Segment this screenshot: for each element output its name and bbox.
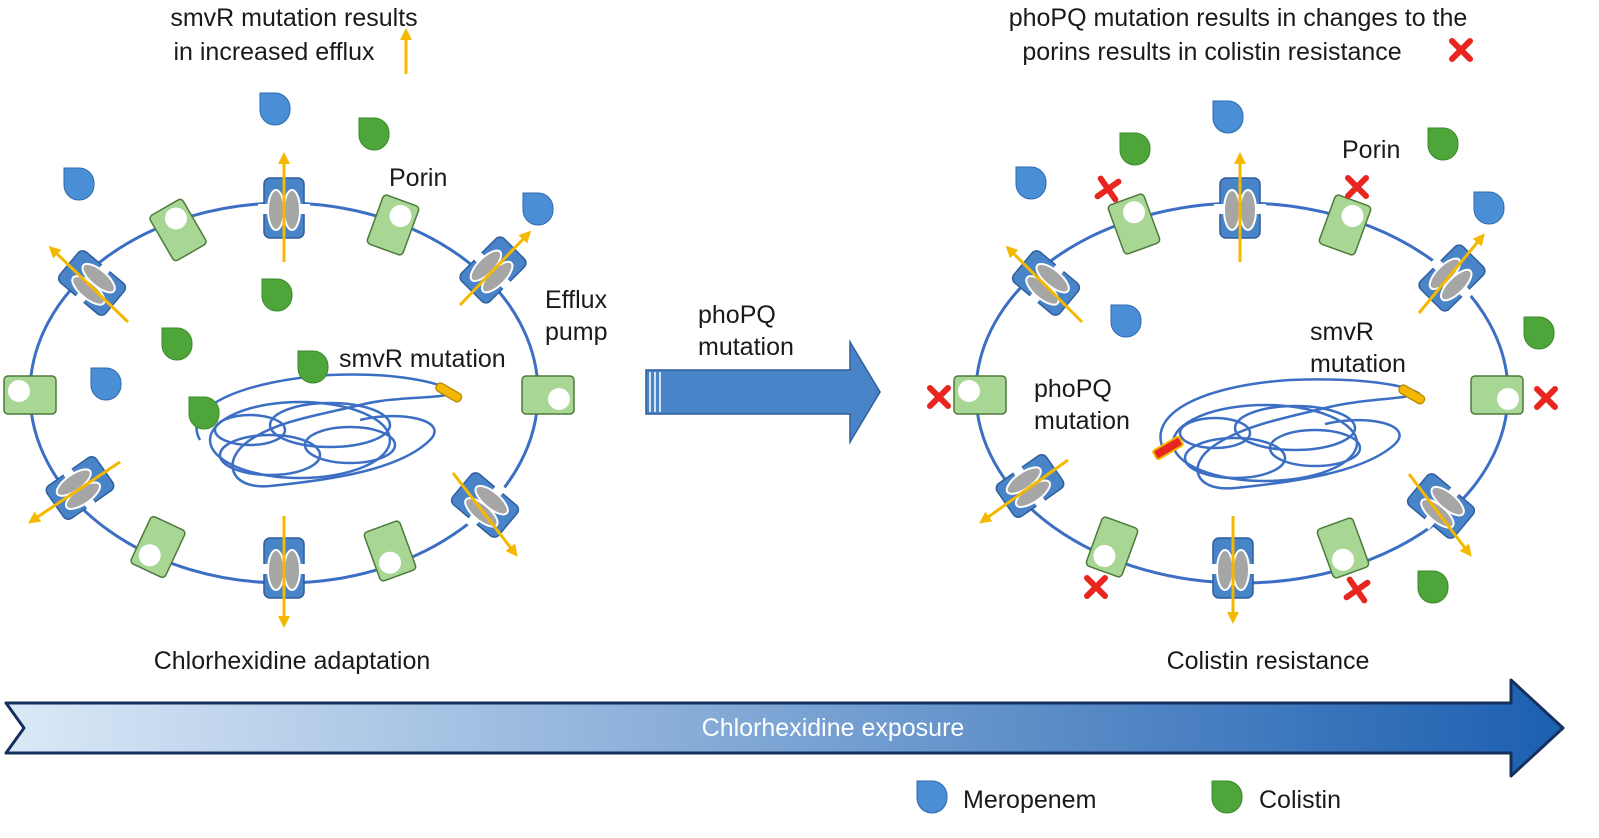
left-porin-left bbox=[3, 375, 57, 415]
left-smvr-mutation-mark bbox=[435, 382, 463, 403]
left-chromosome bbox=[195, 373, 458, 488]
left-pump-upper-left bbox=[51, 242, 133, 324]
left-cell bbox=[3, 28, 575, 628]
cross-icon bbox=[1537, 389, 1555, 407]
cross-icon bbox=[1347, 580, 1368, 601]
left-label-efflux-line2: pump bbox=[545, 318, 608, 346]
legend-label-colistin: Colistin bbox=[1259, 786, 1341, 814]
cross-icon bbox=[1348, 178, 1366, 196]
left-label-efflux-line1: Efflux bbox=[545, 286, 608, 314]
left-label-smvr-mutation: smvR mutation bbox=[339, 345, 506, 373]
legend-label-meropenem: Meropenem bbox=[963, 786, 1096, 814]
colistin-drop-icon bbox=[1211, 780, 1243, 814]
left-heading-line1: smvR mutation results bbox=[170, 4, 417, 32]
right-efflux-arrows bbox=[979, 152, 1485, 624]
transition-label-line2: mutation bbox=[698, 333, 794, 361]
transition-label-line1: phoPQ bbox=[698, 301, 776, 329]
right-label-smvr-line1: smvR bbox=[1310, 318, 1374, 346]
cross-icon bbox=[1087, 578, 1105, 596]
right-porin-bottom-left bbox=[1084, 515, 1140, 579]
right-heading-line2: porins results in colistin resistance bbox=[1022, 38, 1401, 66]
legend-item-colistin: Colistin bbox=[1211, 780, 1341, 814]
right-heading-line1: phoPQ mutation results in changes to the bbox=[1009, 4, 1468, 32]
legend-item-meropenem: Meropenem bbox=[916, 780, 1096, 814]
right-pump-upper-left bbox=[1005, 242, 1087, 324]
right-label-smvr-line2: mutation bbox=[1310, 350, 1406, 378]
cross-icon bbox=[1098, 179, 1119, 200]
right-caption: Colistin resistance bbox=[1167, 647, 1370, 675]
left-porin-bottom-left bbox=[129, 514, 187, 580]
right-cell bbox=[930, 41, 1555, 624]
left-porin-top-right bbox=[365, 193, 421, 257]
timeline-arrow bbox=[4, 678, 1565, 778]
transition-arrow bbox=[645, 339, 881, 445]
timeline-label: Chlorhexidine exposure bbox=[702, 714, 965, 742]
right-porin-block-crosses bbox=[930, 178, 1555, 600]
left-heading-line2: in increased efflux bbox=[173, 38, 375, 66]
right-chromosome bbox=[1159, 378, 1421, 490]
legend: Meropenem Colistin bbox=[916, 780, 1341, 814]
left-label-porin: Porin bbox=[389, 164, 447, 192]
right-smvr-mutation-mark bbox=[1398, 384, 1426, 405]
right-label-phopq-line1: phoPQ bbox=[1034, 375, 1112, 403]
right-porin-bottom-right bbox=[1315, 516, 1371, 580]
right-porin-top-right bbox=[1317, 193, 1373, 257]
cross-icon bbox=[930, 388, 948, 406]
left-porin-right bbox=[521, 375, 575, 415]
right-phopq-mutation-mark bbox=[1152, 435, 1184, 461]
left-porin-top-left bbox=[147, 197, 209, 263]
right-porin-right bbox=[1470, 375, 1524, 415]
heading-cross-icon bbox=[1452, 41, 1470, 59]
left-efflux-arrows bbox=[28, 152, 532, 628]
right-label-porin: Porin bbox=[1342, 136, 1400, 164]
meropenem-drop-icon bbox=[916, 780, 948, 814]
right-porin-left bbox=[953, 375, 1007, 415]
left-caption: Chlorhexidine adaptation bbox=[154, 647, 431, 675]
right-label-phopq-line2: mutation bbox=[1034, 407, 1130, 435]
